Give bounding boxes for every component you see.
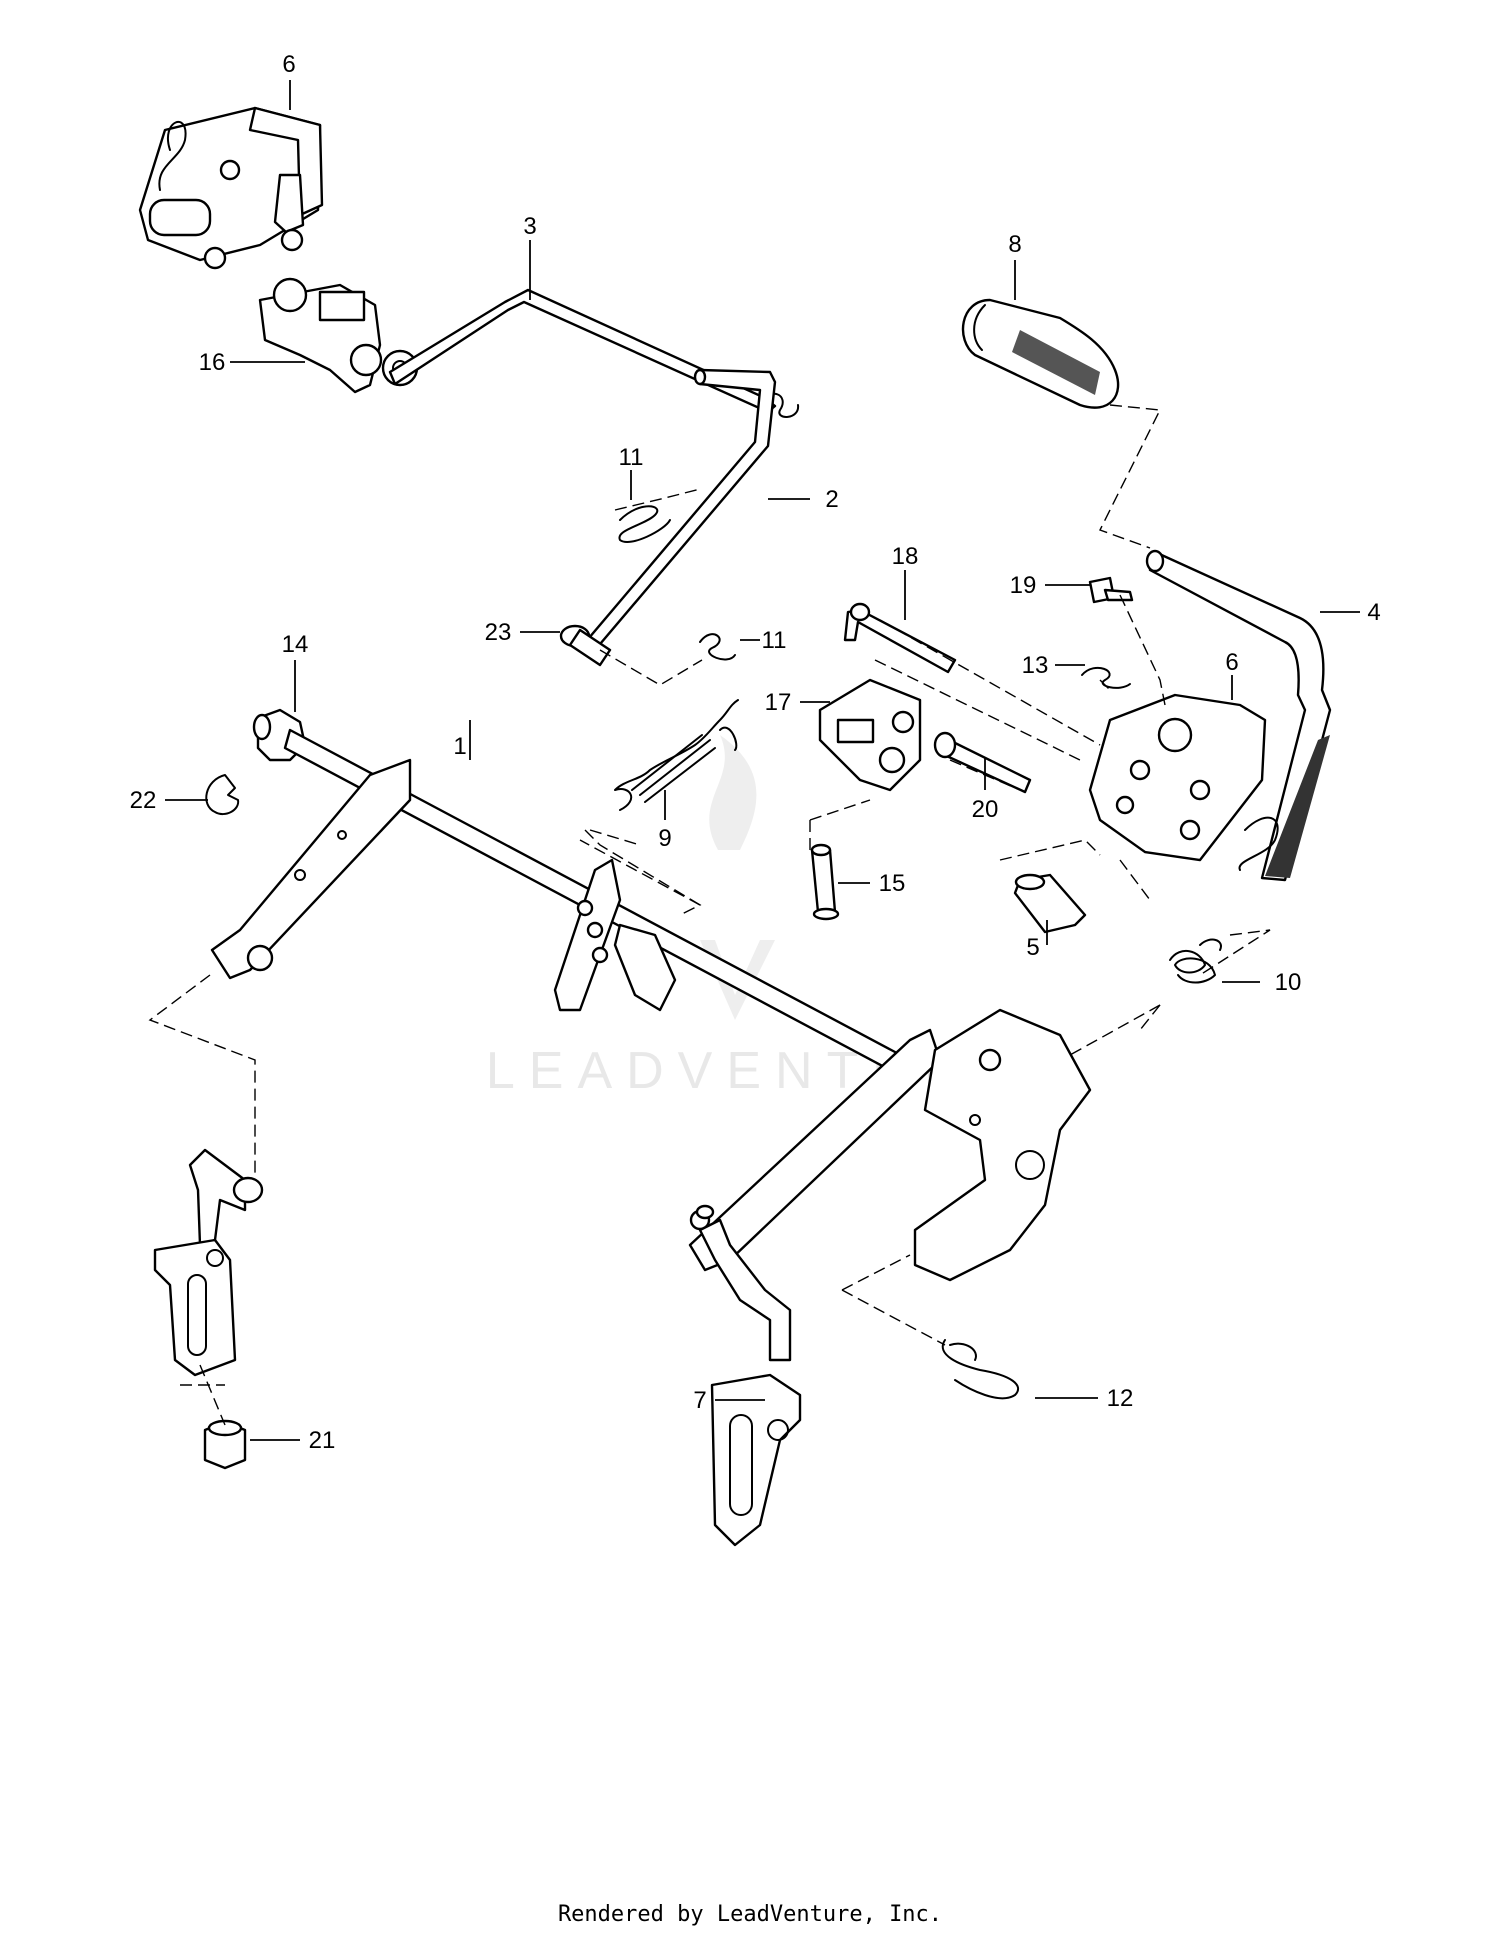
- part-18-rod: [843, 602, 957, 674]
- callout-5: 5: [1026, 934, 1039, 961]
- part-13-hairpin: [1081, 666, 1131, 689]
- callout-14: 14: [282, 631, 309, 658]
- callout-21: 21: [309, 1427, 336, 1454]
- callout-22: 22: [130, 787, 157, 814]
- callout-6-right: 6: [1225, 649, 1238, 676]
- callout-12: 12: [1107, 1385, 1134, 1412]
- callout-10: 10: [1275, 969, 1302, 996]
- callout-11-top: 11: [619, 444, 644, 471]
- part-11-hairpin-clip-top: [618, 505, 671, 543]
- part-16-pivot-bracket: [258, 277, 419, 394]
- callout-leaders: [165, 80, 1360, 1441]
- part-2-rod: [581, 368, 777, 652]
- callout-9: 9: [658, 825, 671, 852]
- callout-8: 8: [1008, 231, 1021, 258]
- part-15-pin: [810, 843, 840, 921]
- part-3-rod: [388, 288, 800, 418]
- callout-1: 1: [453, 733, 466, 760]
- callout-7: 7: [693, 1387, 706, 1414]
- callout-labels: 1 2 3 4 5 6 6 7 8 9 10 11 11 12 13 14 15…: [130, 51, 1381, 1454]
- part-12-hairpin: [941, 1339, 1019, 1400]
- part-20-pin: [933, 731, 1032, 794]
- part-7-link-bottom: [695, 1204, 802, 1547]
- part-17-pivot-block: [818, 678, 922, 792]
- part-8-grip: [961, 298, 1120, 409]
- part-6-bracket-top: [138, 106, 324, 270]
- callout-11-right: 11: [762, 627, 787, 654]
- part-19-bolt: [1088, 576, 1134, 604]
- part-23-clevis-pin: [559, 624, 612, 667]
- callout-19: 19: [1010, 572, 1037, 599]
- callout-13: 13: [1022, 652, 1049, 679]
- callout-20: 20: [972, 796, 999, 823]
- part-11-hairpin-clip-right: [699, 633, 736, 661]
- part-1-lift-shaft: [210, 728, 1092, 1282]
- part-6-bracket-right: [1088, 693, 1279, 871]
- callout-23: 23: [485, 619, 512, 646]
- part-7-link-left: [153, 1148, 264, 1377]
- callout-2: 2: [825, 486, 838, 513]
- callout-18: 18: [892, 543, 919, 570]
- assembly-lines: [148, 404, 1271, 1426]
- part-21-nut: [203, 1419, 247, 1470]
- part-5-spacer: [1013, 873, 1087, 934]
- footer-credit: Rendered by LeadVenture, Inc.: [557, 1902, 943, 1927]
- callout-15: 15: [879, 870, 906, 897]
- callout-6-top: 6: [282, 51, 295, 78]
- part-4-handle-rod: [1145, 549, 1332, 882]
- callout-3: 3: [523, 213, 536, 240]
- callout-17: 17: [765, 689, 792, 716]
- callout-4: 4: [1367, 599, 1380, 626]
- part-10-spring-clip: [1169, 938, 1222, 984]
- part-9-spring: [614, 699, 739, 811]
- part-22-e-clip: [205, 774, 240, 816]
- callout-16: 16: [199, 349, 226, 376]
